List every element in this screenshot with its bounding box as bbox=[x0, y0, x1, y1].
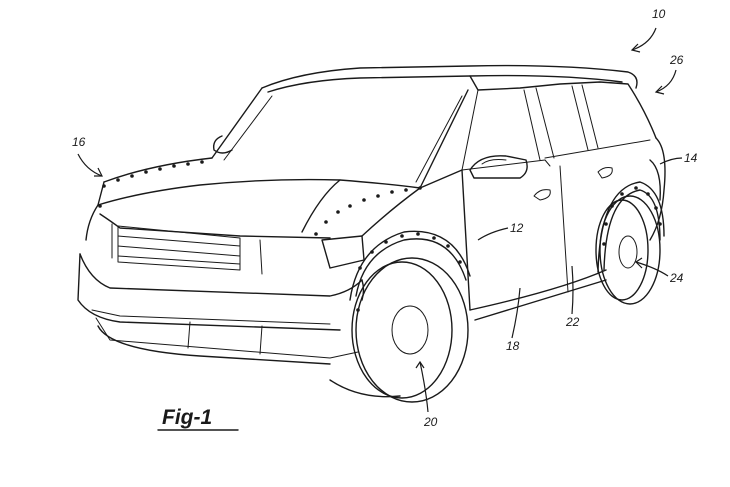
front-wheel bbox=[329, 257, 469, 403]
front-wheel-flare bbox=[349, 230, 471, 301]
ref-label-18: 18 bbox=[506, 339, 520, 353]
ref-26: 26 bbox=[654, 53, 684, 95]
ref-10: 10 bbox=[630, 7, 666, 53]
rear-wheel bbox=[595, 195, 661, 305]
ref-20: 20 bbox=[415, 360, 438, 429]
ref-24: 24 bbox=[635, 257, 684, 285]
ref-label-10: 10 bbox=[652, 7, 666, 21]
ref-18: 18 bbox=[506, 287, 521, 353]
ref-label-20: 20 bbox=[423, 415, 438, 429]
figure-caption-text: Fig-1 bbox=[162, 406, 212, 429]
ref-label-24: 24 bbox=[669, 271, 684, 285]
ref-label-12: 12 bbox=[510, 221, 524, 235]
ref-12: 12 bbox=[477, 221, 524, 241]
ref-16: 16 bbox=[72, 135, 103, 177]
ref-label-22: 22 bbox=[565, 315, 580, 329]
vehicle-body bbox=[77, 64, 666, 365]
ref-label-16: 16 bbox=[72, 135, 86, 149]
ref-label-14: 14 bbox=[684, 151, 698, 165]
figure-caption: Fig-1 bbox=[157, 406, 239, 431]
ref-22: 22 bbox=[565, 265, 580, 329]
ref-label-26: 26 bbox=[669, 53, 684, 67]
ref-14: 14 bbox=[659, 151, 698, 165]
fastener-dots bbox=[98, 160, 662, 312]
